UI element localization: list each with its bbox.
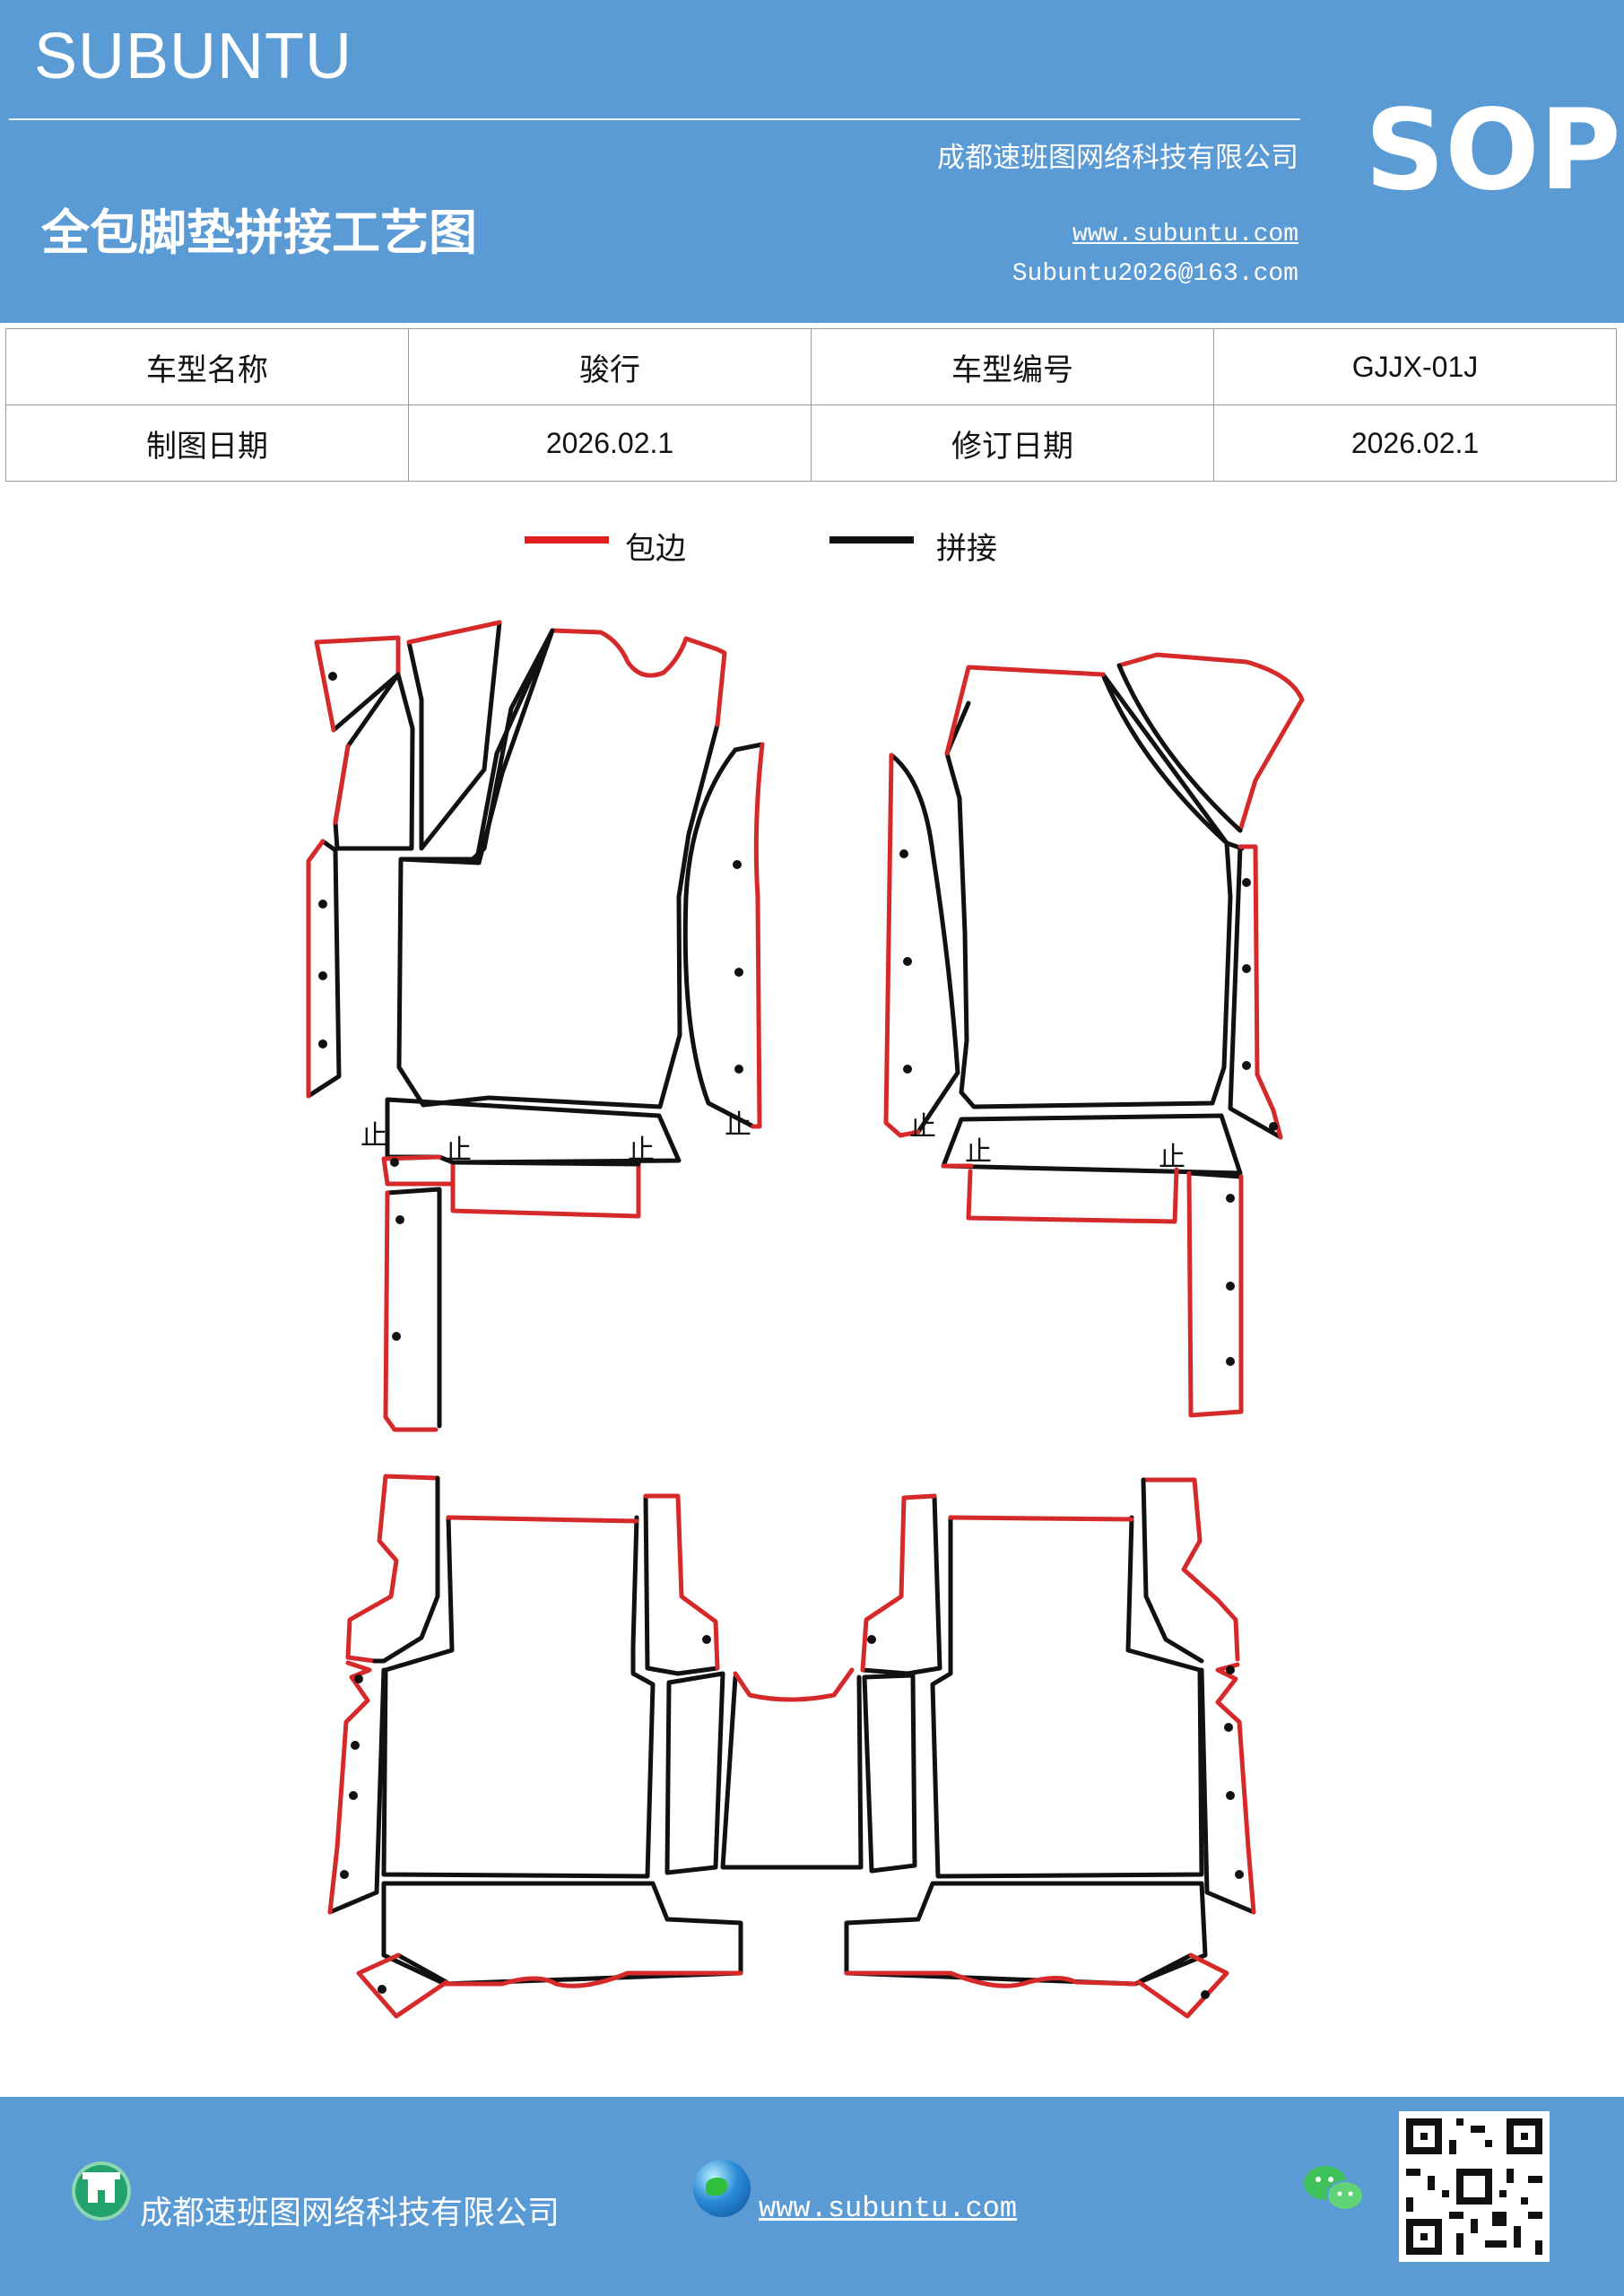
stop-mark: 止 bbox=[628, 1135, 655, 1166]
model-name-label: 车型名称 bbox=[5, 328, 409, 405]
table-row: 制图日期 2026.02.1 修订日期 2026.02.1 bbox=[5, 404, 1617, 482]
header-website-link[interactable]: www.subuntu.com bbox=[1072, 221, 1298, 248]
header-email[interactable]: Subuntu2026@163.com bbox=[1012, 260, 1298, 288]
building-icon bbox=[72, 2161, 131, 2221]
stop-mark: 止 bbox=[965, 1136, 992, 1168]
front-left-mat bbox=[306, 620, 765, 1432]
drawing-date-label: 制图日期 bbox=[5, 404, 409, 482]
header-company: 成都速班图网络科技有限公司 bbox=[937, 142, 1298, 174]
stop-mark: 止 bbox=[1159, 1142, 1185, 1173]
stop-mark: 止 bbox=[909, 1111, 936, 1143]
model-code-value: GJJX-01J bbox=[1213, 328, 1617, 405]
brand-logo-text: SUBUNTU bbox=[34, 21, 353, 92]
table-row: 车型名称 骏行 车型编号 GJJX-01J bbox=[5, 328, 1617, 405]
legend-black-label: 拼接 bbox=[936, 531, 997, 567]
wechat-icon[interactable] bbox=[1302, 2161, 1367, 2215]
sop-badge: SOP bbox=[1365, 86, 1621, 215]
info-table: 车型名称 骏行 车型编号 GJJX-01J 制图日期 2026.02.1 修订日… bbox=[5, 328, 1617, 482]
model-code-label: 车型编号 bbox=[811, 328, 1214, 405]
rear-left-mat bbox=[327, 1474, 864, 2019]
legend-red-swatch bbox=[525, 536, 609, 544]
footer-company: 成都速班图网络科技有限公司 bbox=[140, 2195, 560, 2231]
floor-mat-diagram: 止 止 止 止 止 止 止 bbox=[306, 620, 1305, 2019]
revision-date-label: 修订日期 bbox=[811, 404, 1214, 482]
page-title: 全包脚垫拼接工艺图 bbox=[41, 204, 477, 261]
revision-date-value: 2026.02.1 bbox=[1213, 404, 1617, 482]
stop-mark: 止 bbox=[360, 1120, 387, 1152]
qr-code[interactable] bbox=[1399, 2111, 1550, 2262]
stop-mark: 止 bbox=[445, 1135, 472, 1166]
footer-website-link[interactable]: www.subuntu.com bbox=[759, 2192, 1018, 2225]
front-right-mat bbox=[883, 652, 1305, 1418]
stop-mark: 止 bbox=[725, 1109, 751, 1141]
globe-icon bbox=[693, 2160, 751, 2217]
rear-right-mat bbox=[844, 1477, 1256, 2019]
legend-black-swatch bbox=[829, 536, 914, 544]
header-banner bbox=[0, 0, 1624, 323]
mounting-dots bbox=[318, 672, 1278, 1999]
stop-marks: 止 止 止 止 止 止 止 bbox=[360, 1109, 1185, 1173]
drawing-date-value: 2026.02.1 bbox=[408, 404, 812, 482]
header-divider bbox=[9, 118, 1300, 120]
model-name-value: 骏行 bbox=[408, 328, 812, 405]
legend-red-label: 包边 bbox=[625, 531, 686, 567]
